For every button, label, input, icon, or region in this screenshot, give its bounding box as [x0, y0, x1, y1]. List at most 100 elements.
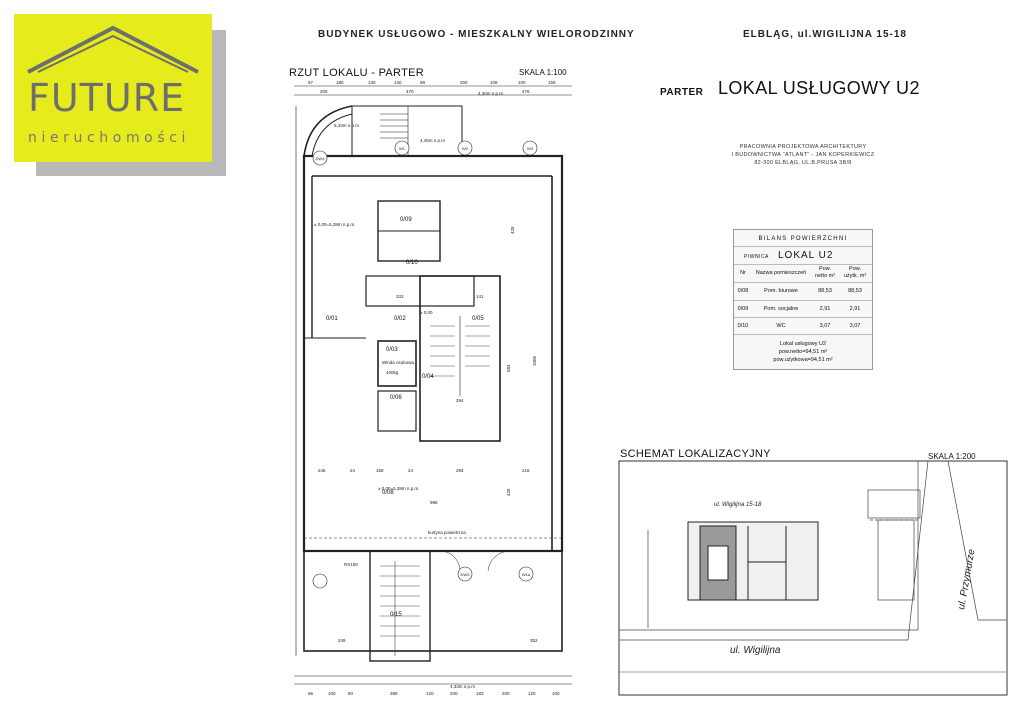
logo-brand: FUTURE: [28, 76, 186, 120]
room-label: 0/15: [390, 612, 402, 618]
balance-summary: pow.netto=94,51 m²: [778, 349, 828, 355]
plan-dim: 200: [450, 691, 458, 696]
plan-level: ± 0,00: [420, 310, 433, 315]
plan-label: W3: [527, 146, 534, 151]
plan-dim: 108: [490, 80, 498, 85]
room-label: 0/03: [386, 347, 398, 353]
plan-dim: 66: [308, 691, 314, 696]
plan-dim: 120: [528, 691, 536, 696]
logo-roof-icon: [27, 25, 199, 74]
street-label: ul. Wigilijna: [730, 645, 781, 656]
plan-dim: 140: [394, 80, 402, 85]
table-cell: 2,91: [819, 306, 831, 312]
plan-dim: 168: [376, 468, 384, 473]
plan-level: ± 0,00=5,38m n.p.m.: [314, 222, 355, 227]
plan-dim: 352: [530, 638, 538, 643]
room-label: 0/01: [326, 316, 338, 322]
elevator-label: Winda osobowa: [382, 360, 415, 365]
room-label: 0/10: [406, 260, 418, 266]
table-cell: 0/10: [737, 323, 749, 329]
plan-dim: 584: [506, 364, 511, 372]
plan-dim: 294: [456, 468, 464, 473]
plan-dim: 476: [522, 89, 530, 94]
table-cell: 3,07: [819, 323, 831, 329]
plan-dim: 470: [406, 89, 414, 94]
building-address: ELBLĄG, ul.WIGILIJNA 15-18: [743, 29, 907, 40]
plan-title: RZUT LOKALU - PARTER: [289, 67, 424, 79]
plan-dim: 159: [548, 80, 556, 85]
room-label: 0/08: [382, 490, 394, 496]
plan-dim: 100: [328, 691, 336, 696]
plan-dim: 333: [396, 294, 404, 299]
plan-dim: 100: [518, 80, 526, 85]
table-cell: WC: [776, 323, 786, 329]
floor-plan: DW4 W1 W2 W3 DW5 W1a 0/09 0/10 0/02 0/01…: [294, 80, 572, 696]
plan-level: 4,45m n.p.m: [420, 138, 445, 143]
street-label: ul. Wigilijna 15-18: [714, 502, 762, 508]
balance-lokal-value: LOKAL U2: [778, 250, 834, 261]
architect-office: PRACOWNIA PROJEKTOWA ARCHITEKTURY I BUDO…: [727, 143, 879, 167]
plan-dim: 249: [338, 638, 346, 643]
plan-dim: 60: [348, 691, 354, 696]
elevator-capacity: 400kg: [386, 370, 399, 375]
schematic-scale: SKALA 1:200: [928, 452, 976, 461]
plan-dim: 246: [318, 468, 326, 473]
plan-dim: 141: [476, 294, 484, 299]
plan-dim: 100: [552, 691, 560, 696]
plan-rs: RS150: [344, 562, 358, 567]
plan-label: DW5: [461, 572, 471, 577]
table-cell: 88,53: [848, 288, 862, 294]
plan-dim: 294: [456, 398, 464, 403]
balance-summary: pow.użytkowa=94,51 m²: [773, 357, 833, 363]
area-balance-table: BILANS POWIERZCHNI PIWNICA LOKAL U2 Nr N…: [733, 229, 873, 370]
plan-dim: 200: [502, 691, 510, 696]
plan-scale: SKALA 1:100: [519, 68, 567, 77]
location-schematic: ul. Wigilijna 15-18 ul. Wigilijna ul. Pr…: [618, 460, 1008, 696]
balance-header: Pow. użytk. m²: [843, 266, 867, 279]
room-label: 0/02: [394, 316, 406, 322]
plan-dim: 428: [510, 226, 515, 234]
building-title: BUDYNEK USŁUGOWO - MIESZKALNY WIELORODZI…: [318, 29, 635, 40]
balance-header: Nazwa pomieszczeń: [755, 270, 807, 276]
table-cell: 0/08: [737, 288, 749, 294]
plan-label: W1a: [522, 572, 531, 577]
plan-label: DW4: [316, 156, 326, 161]
table-cell: 88,53: [818, 288, 832, 294]
table-cell: 3,07: [849, 323, 861, 329]
logo-subtitle: nieruchomości: [28, 130, 191, 146]
table-cell: Pom. socjalne: [763, 306, 799, 312]
plan-level: 4,33m n.p.m: [450, 684, 475, 689]
room-label: 0/05: [472, 316, 484, 322]
plan-label: W1: [399, 146, 406, 151]
plan-curtain: kurtyna powietrzna: [428, 530, 466, 535]
plan-dim: 130: [368, 80, 376, 85]
balance-summary: Lokal usługowy U2: [779, 341, 827, 347]
plan-dim: 216: [522, 468, 530, 473]
plan-dim: 1006: [532, 355, 537, 366]
plan-dim: 205: [320, 89, 328, 94]
plan-dim: 389: [390, 691, 398, 696]
office-line-3: 82-300 ELBLĄG, UL.B.PRUSA 3B/8: [754, 160, 852, 166]
plan-dim: 183: [476, 691, 484, 696]
plan-total-width: 986: [430, 500, 438, 505]
balance-lokal-label: PIWNICA: [744, 254, 769, 260]
room-label: 0/06: [390, 395, 402, 401]
balance-title: BILANS POWIERZCHNI: [758, 236, 848, 242]
plan-dim: 120: [426, 691, 434, 696]
balance-header: Pow. netto m²: [814, 266, 836, 279]
room-label: 0/04: [422, 374, 434, 380]
plan-level: ± 0,00=5,38m n.p.m.: [378, 486, 419, 491]
unit-title: LOKAL USŁUGOWY U2: [718, 78, 920, 98]
room-label: 0/09: [400, 217, 412, 223]
logo: [14, 14, 212, 162]
plan-dim: 180: [336, 80, 344, 85]
office-line-1: PRACOWNIA PROJEKTOWA ARCHITEKTURY: [739, 144, 867, 150]
plan-dim: 24: [408, 468, 414, 473]
office-line-2: I BUDOWNICTWA "ATLANT" - JAN KOPERKIEWIC…: [731, 152, 875, 158]
schematic-title: SCHEMAT LOKALIZACYJNY: [620, 448, 771, 460]
table-cell: Pom. biurowe: [764, 288, 798, 294]
plan-level: 5,33m n.p.m: [334, 123, 359, 128]
plan-level: 4,30m n.p.m: [478, 91, 503, 96]
plan-dim: 426: [506, 488, 511, 496]
table-cell: 0/09: [737, 306, 749, 312]
